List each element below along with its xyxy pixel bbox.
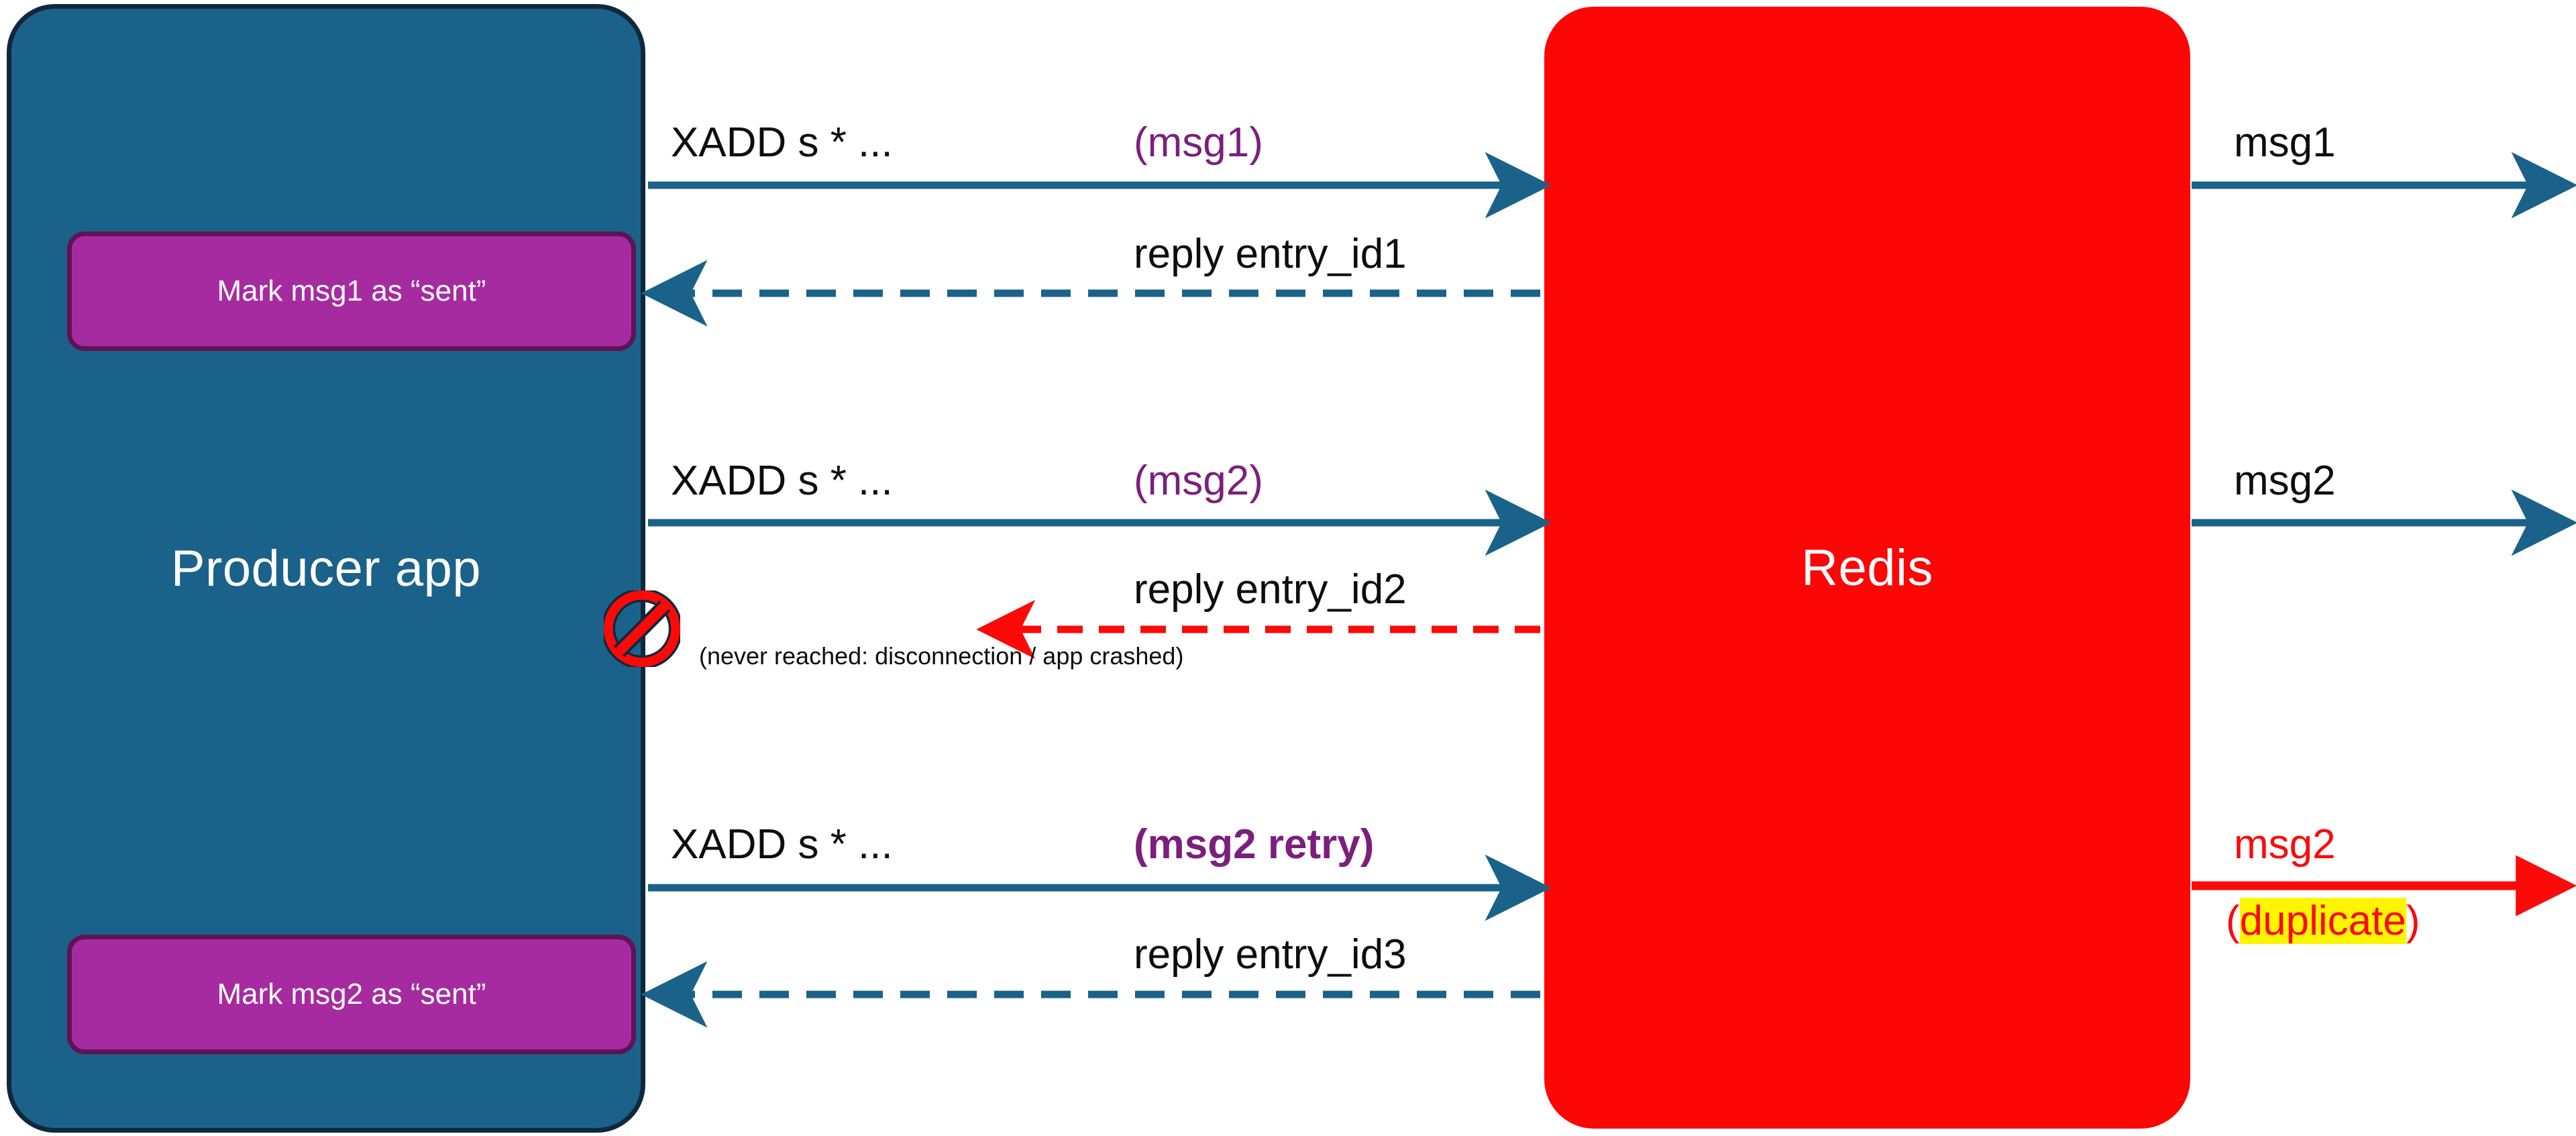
redis-box: Redis [1544,7,2190,1129]
output-duplicate-note: (duplicate) [2226,898,2420,944]
duplicate-highlighted-word: duplicate [2239,898,2406,944]
flow-2-tag-label: (msg2) [1134,458,1263,504]
duplicate-paren-close: ) [2406,898,2420,944]
output-msg2-label: msg2 [2234,458,2336,504]
flow-1-command-label: XADD s * ... [671,119,893,166]
producer-app-label: Producer app [170,539,482,597]
flow-1-reply-label: reply entry_id1 [1134,231,1407,277]
output-msg2-duplicate-label: msg2 [2234,821,2336,868]
output-msg1-label: msg1 [2234,119,2336,166]
flow-1-tag-label: (msg1) [1134,119,1263,166]
flow-2-blocked-note: (never reached: disconnection / app cras… [699,642,1184,670]
duplicate-paren-open: ( [2226,898,2240,944]
mark-msg1-sent-label: Mark msg1 as “sent” [217,274,486,307]
redis-label: Redis [1801,539,1933,597]
mark-msg1-sent-box[interactable]: Mark msg1 as “sent” [67,231,636,351]
flow-2-command-label: XADD s * ... [671,458,893,504]
flow-2-reply-label: reply entry_id2 [1134,566,1407,613]
mark-msg2-sent-box[interactable]: Mark msg2 as “sent” [67,935,636,1054]
flow-3-tag-label: (msg2 retry) [1134,821,1375,868]
mark-msg2-sent-label: Mark msg2 as “sent” [217,978,486,1011]
flow-3-command-label: XADD s * ... [671,821,893,868]
no-entry-icon [604,590,680,667]
flow-3-reply-label: reply entry_id3 [1134,931,1407,978]
